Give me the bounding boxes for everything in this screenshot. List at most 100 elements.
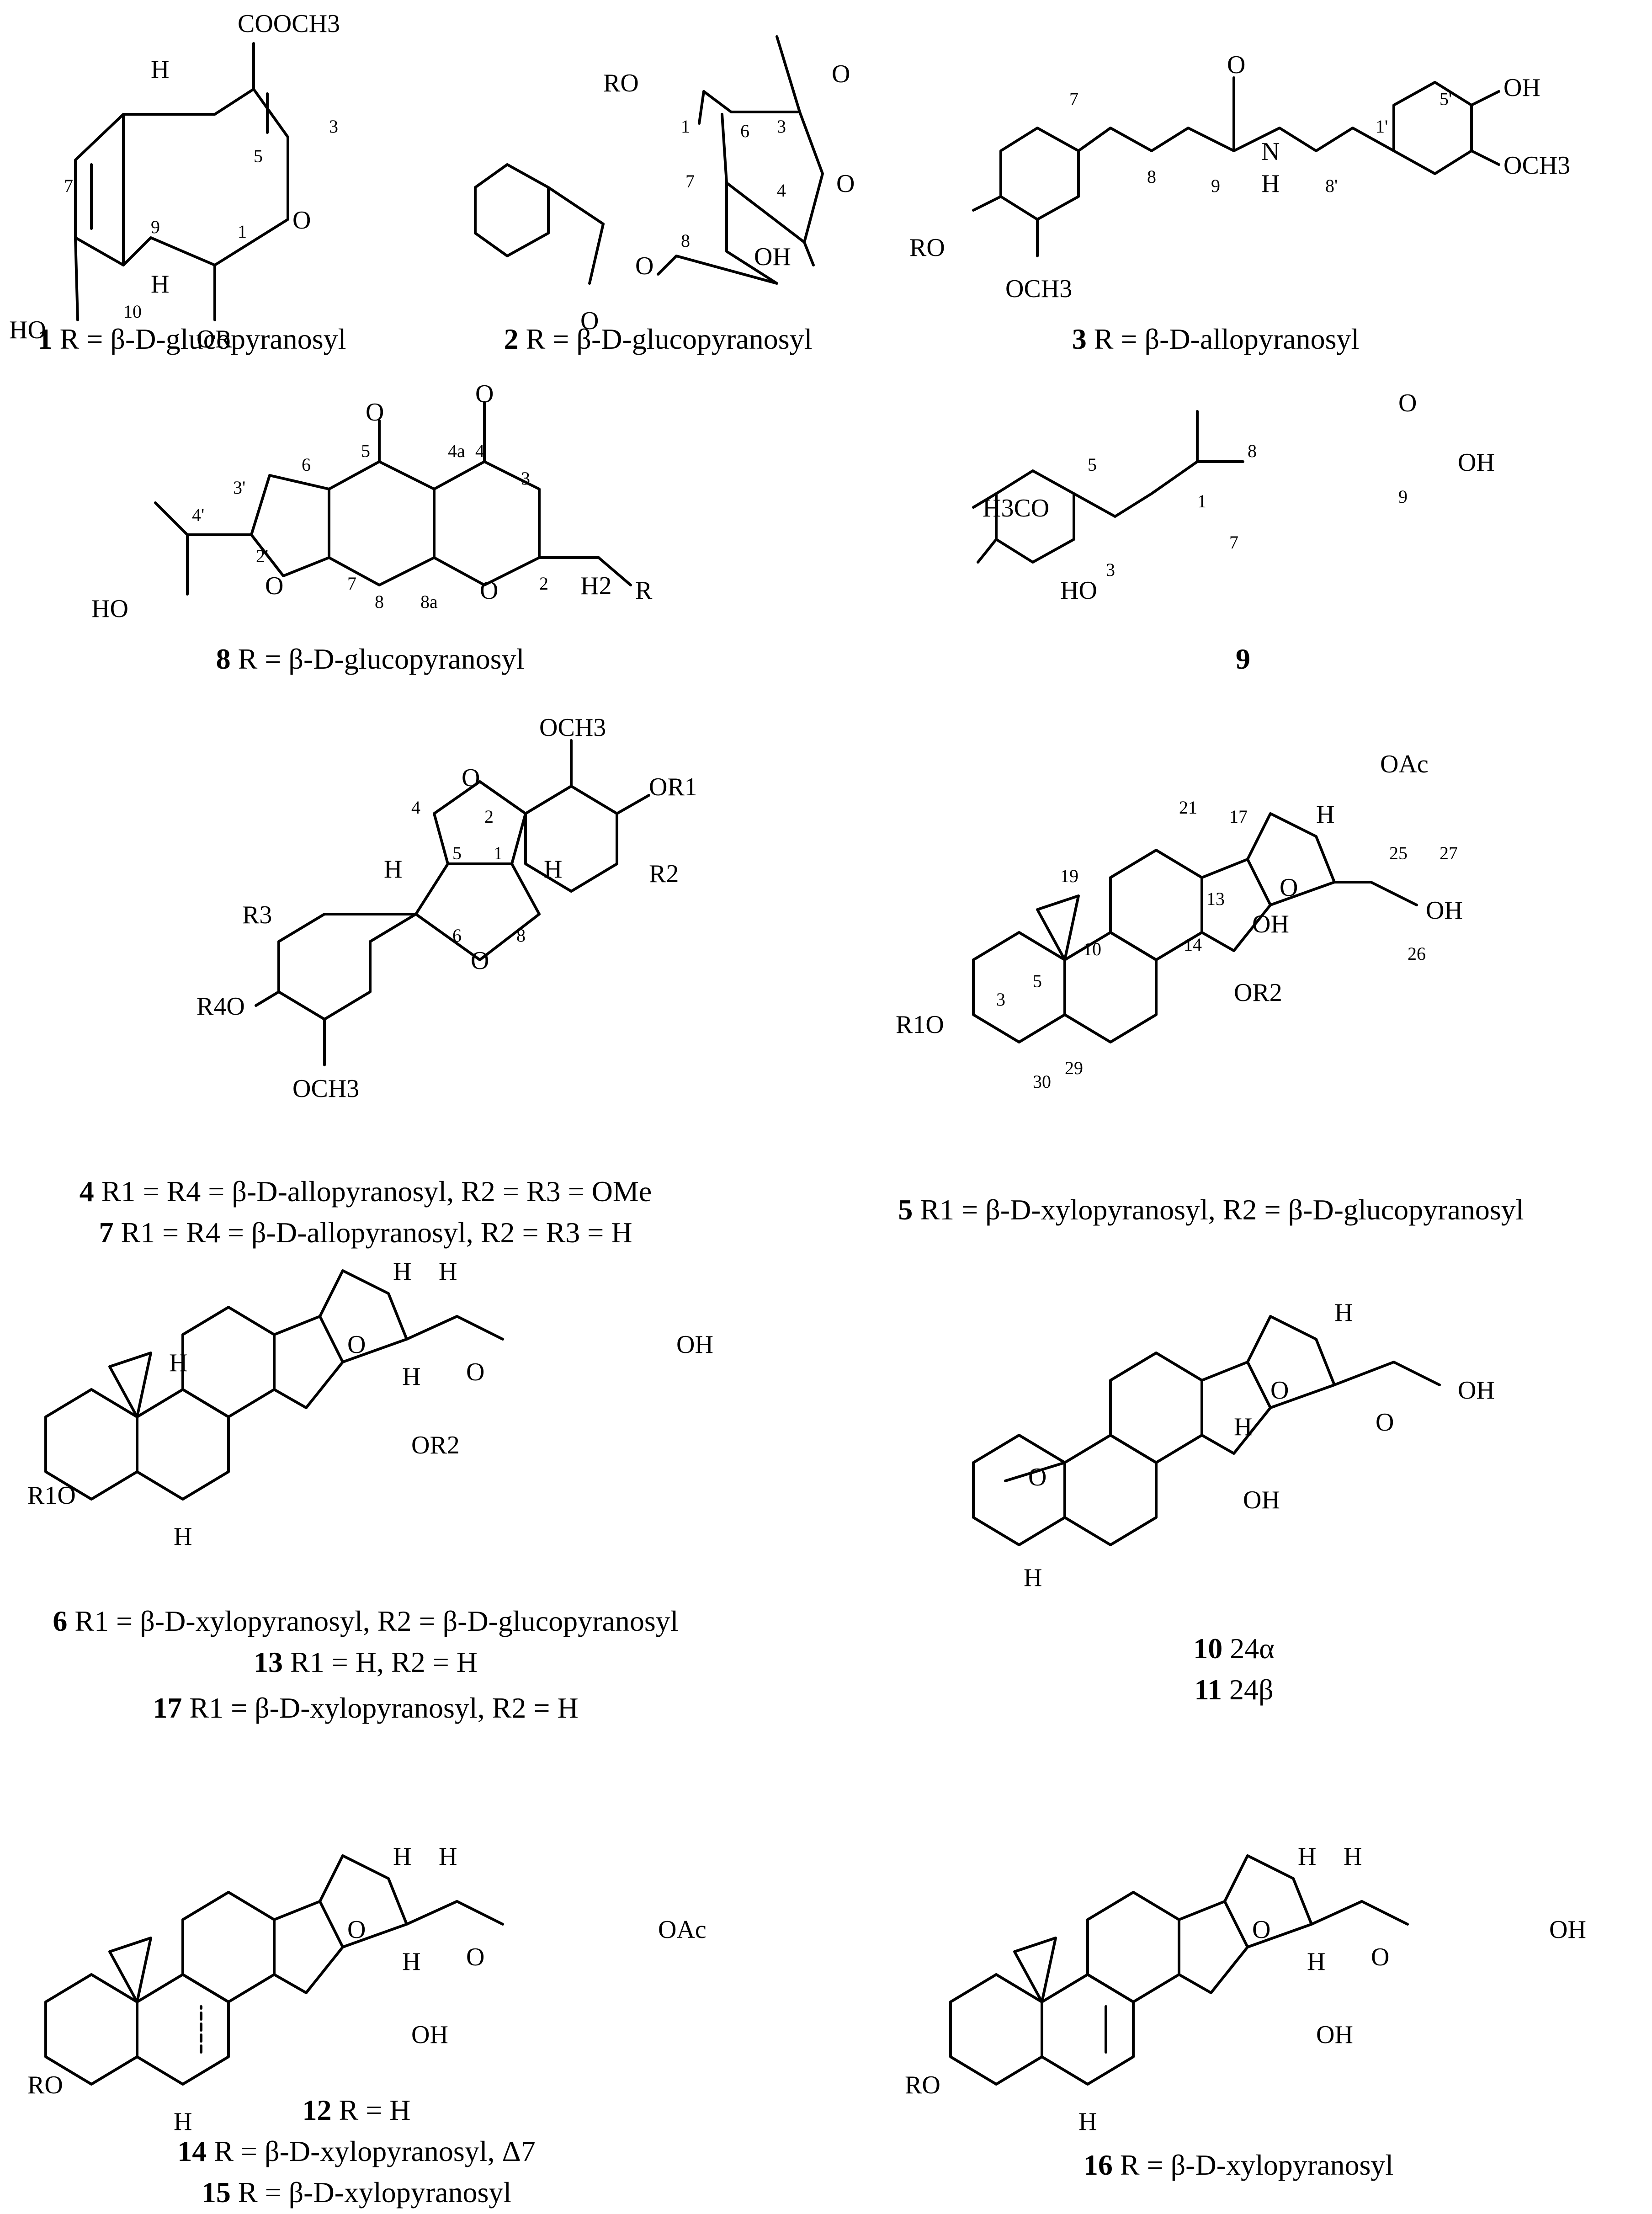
label-h: H xyxy=(544,855,562,883)
label-o: O xyxy=(480,576,498,605)
label-r2: R2 xyxy=(649,860,679,888)
caption-6: 6 R1 = β-D-xylopyranosyl, R2 = β-D-gluco… xyxy=(53,1605,679,1637)
svg-text:6: 6 xyxy=(452,925,462,946)
svg-text:30: 30 xyxy=(1033,1071,1051,1092)
label-o: O xyxy=(832,60,850,88)
svg-text:5': 5' xyxy=(1440,89,1452,109)
svg-text:17: 17 xyxy=(1229,806,1248,827)
label-o: O xyxy=(347,1331,366,1359)
svg-text:1: 1 xyxy=(1197,491,1206,511)
label-ho: HO xyxy=(1060,576,1097,605)
svg-text:14: 14 xyxy=(1184,934,1202,955)
label-oh: OH xyxy=(1458,1376,1495,1405)
caption-7: 7 R1 = R4 = β-D-allopyranosyl, R2 = R3 =… xyxy=(99,1216,632,1249)
svg-text:8: 8 xyxy=(1248,441,1257,461)
caption-14: 14 R = β-D-xylopyranosyl, Δ7 xyxy=(177,2135,536,2167)
caption-11: 11 24β xyxy=(1194,1673,1274,1706)
caption-3: 3 R = β-D-allopyranosyl xyxy=(1072,323,1360,355)
label-oh: OH xyxy=(411,2021,448,2049)
label-h: H xyxy=(439,1257,457,1286)
svg-text:19: 19 xyxy=(1060,866,1078,886)
svg-text:5: 5 xyxy=(254,146,263,166)
svg-text:29: 29 xyxy=(1065,1058,1083,1078)
label-oh: OH xyxy=(1252,910,1289,938)
label-r1o: R1O xyxy=(896,1011,944,1039)
label-h: H xyxy=(169,1349,187,1377)
label-ro: RO xyxy=(603,69,639,97)
label-oh: OH xyxy=(754,243,791,271)
label-o: O xyxy=(635,252,653,280)
svg-text:3: 3 xyxy=(1106,559,1115,580)
svg-text:7: 7 xyxy=(1229,532,1238,553)
svg-text:3: 3 xyxy=(329,116,338,137)
label-och3: OCH3 xyxy=(539,713,606,742)
label-o: O xyxy=(292,206,311,234)
label-h: H xyxy=(1307,1948,1325,1976)
label-h: H xyxy=(174,1522,192,1551)
svg-text:7: 7 xyxy=(685,171,695,192)
structure-12: H H O O OAc OH RO H H xyxy=(27,1842,706,2136)
label-o: O xyxy=(366,398,384,426)
caption-17: 17 R1 = β-D-xylopyranosyl, R2 = H xyxy=(153,1692,579,1724)
label-ro: RO xyxy=(27,2071,63,2099)
label-h: H xyxy=(393,1842,411,1871)
svg-text:1: 1 xyxy=(238,221,247,242)
label-o: O xyxy=(1227,51,1245,79)
svg-text:8': 8' xyxy=(1325,176,1338,196)
svg-text:3: 3 xyxy=(777,116,786,137)
label-o: O xyxy=(466,1943,484,1971)
svg-text:3': 3' xyxy=(233,477,245,498)
label-och3: OCH3 xyxy=(1503,151,1570,180)
label-oh: OH xyxy=(1316,2021,1353,2049)
label-o: O xyxy=(347,1916,366,1944)
label-h: H xyxy=(1316,800,1334,829)
caption-5: 5 R1 = β-D-xylopyranosyl, R2 = β-D-gluco… xyxy=(898,1193,1524,1226)
label-oh: OH xyxy=(676,1331,713,1359)
svg-text:10: 10 xyxy=(123,301,142,322)
label-h: H xyxy=(402,1362,420,1391)
caption-12: 12 R = H xyxy=(302,2094,411,2126)
svg-text:27: 27 xyxy=(1440,843,1458,863)
svg-text:4: 4 xyxy=(411,797,420,818)
caption-10: 10 24α xyxy=(1193,1632,1275,1665)
label-o: O xyxy=(1280,873,1298,902)
caption-1: 1 R = β-D-glucopyranosyl xyxy=(37,323,346,355)
structure-6: H H O O OH OR2 R1O H H H xyxy=(27,1257,713,1551)
label-h: H xyxy=(393,1257,411,1286)
label-cooch3: COOCH3 xyxy=(238,10,340,38)
structure-1: COOCH3 H H O OR HO 53 71 910 xyxy=(9,10,340,353)
svg-text:21: 21 xyxy=(1179,797,1197,818)
structure-9: O OH H3CO HO 51 78 93 xyxy=(972,389,1495,605)
label-h: H xyxy=(1298,1842,1316,1871)
label-o: O xyxy=(836,170,855,198)
svg-text:8: 8 xyxy=(375,591,384,612)
caption-9: 9 xyxy=(1236,643,1250,675)
label-r3: R3 xyxy=(242,901,272,929)
svg-text:5: 5 xyxy=(1088,454,1097,475)
caption-2: 2 R = β-D-glucopyranosyl xyxy=(504,323,813,355)
svg-text:1': 1' xyxy=(1376,116,1388,137)
label-h: H xyxy=(151,270,169,298)
label-o: O xyxy=(466,1358,484,1386)
svg-text:2: 2 xyxy=(484,806,494,827)
label-oh: OH xyxy=(1243,1486,1280,1514)
label-oh: OH xyxy=(1426,896,1463,925)
svg-text:2': 2' xyxy=(256,546,268,566)
label-o: O xyxy=(580,307,599,335)
svg-text:1: 1 xyxy=(681,116,690,137)
label-o: O xyxy=(1252,1916,1270,1944)
label-o: O xyxy=(475,380,494,408)
label-o: O xyxy=(1028,1463,1046,1491)
caption-4: 4 R1 = R4 = β-D-allopyranosyl, R2 = R3 =… xyxy=(79,1175,652,1208)
caption-16: 16 R = β-D-xylopyranosyl xyxy=(1083,2149,1394,2181)
structure-16: H H O O OH OH RO H H xyxy=(905,1842,1586,2136)
label-h: H xyxy=(1078,2108,1097,2136)
svg-text:2: 2 xyxy=(539,573,548,594)
label-o: O xyxy=(462,764,480,792)
label-o: O xyxy=(1376,1408,1394,1437)
label-h: H xyxy=(1261,170,1280,198)
svg-text:10: 10 xyxy=(1083,939,1101,959)
